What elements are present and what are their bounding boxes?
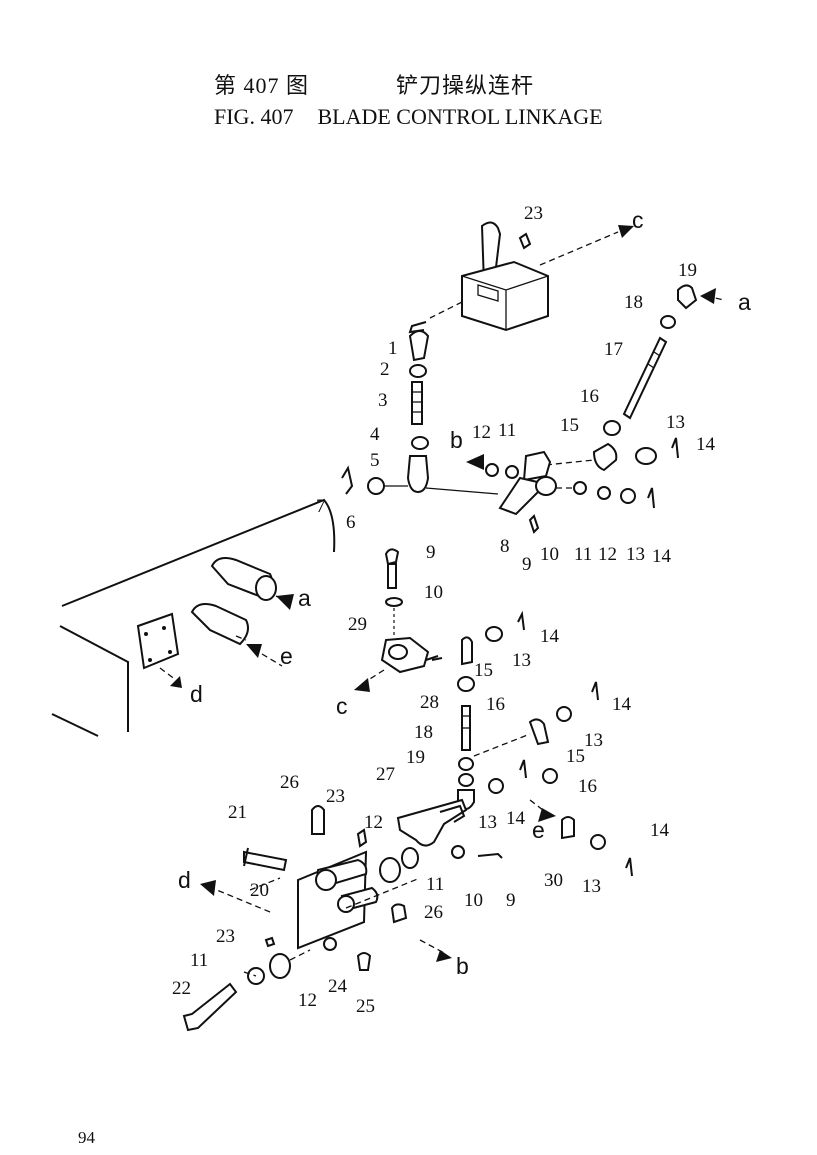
callout-11-b: 11: [426, 874, 444, 895]
bell-crank-upper: [466, 450, 655, 534]
callout-30: 30: [544, 870, 563, 891]
callout-21: 21: [228, 802, 247, 823]
callout-24: 24: [328, 976, 348, 997]
ref-c-top: c: [632, 207, 644, 233]
callout-18-b: 18: [414, 722, 433, 743]
callout-13-e: 13: [582, 876, 601, 897]
ref-d-left: d: [190, 681, 203, 707]
callout-15-c: 15: [566, 746, 585, 767]
figure-number-cn: 第 407 图: [214, 73, 310, 98]
mounting-plate-assembly: [182, 805, 452, 1032]
figure-title-cn: 第 407 图 铲刀操纵连杆: [214, 68, 533, 100]
callout-16-b: 16: [486, 694, 505, 715]
callout-13-d: 13: [478, 812, 497, 833]
callout-25: 25: [356, 996, 375, 1017]
ref-b-bottom: b: [456, 953, 469, 979]
callout-7: 7: [316, 496, 326, 517]
callout-14-c: 14: [612, 694, 632, 715]
callout-29: 29: [348, 614, 367, 635]
control-lever-assembly: [429, 221, 634, 332]
callout-8: 8: [500, 536, 510, 557]
callout-2: 2: [380, 359, 390, 380]
callout-18-top: 18: [624, 292, 643, 313]
callout-12-c: 12: [298, 990, 317, 1011]
figure-number-en: FIG. 407: [214, 104, 294, 129]
callout-15-b: 15: [474, 660, 493, 681]
mid-lever-assembly: [354, 548, 525, 692]
callout-5: 5: [370, 450, 380, 471]
callout-23-top: 23: [524, 203, 543, 224]
callout-14-top: 14: [696, 434, 716, 455]
callout-28: 28: [420, 692, 439, 713]
callout-9-a: 9: [522, 554, 532, 575]
callout-13-b: 13: [512, 650, 531, 671]
ref-d-bottom: d: [178, 867, 191, 893]
callout-12-b: 12: [364, 812, 383, 833]
callout-11-a: 11: [574, 544, 592, 565]
callout-17: 17: [604, 339, 623, 360]
callout-14-a: 14: [652, 546, 672, 567]
callout-14-e: 14: [650, 820, 670, 841]
callout-10-c: 10: [464, 890, 483, 911]
right-rod-assembly: [592, 284, 725, 472]
callout-1: 1: [388, 338, 398, 359]
lower-linkage: [379, 681, 633, 883]
callout-4: 4: [370, 424, 380, 445]
callout-3: 3: [378, 390, 388, 411]
ref-e-left: e: [280, 643, 293, 669]
callout-14-b: 14: [540, 626, 560, 647]
callout-13-top: 13: [666, 412, 685, 433]
blade-housing: [51, 498, 336, 737]
callout-10-a: 10: [540, 544, 559, 565]
callout-27: 27: [376, 764, 395, 785]
callout-19-b: 19: [406, 747, 425, 768]
callout-6: 6: [346, 512, 356, 533]
callout-11-top: 11: [498, 420, 516, 441]
figure-name-en: BLADE CONTROL LINKAGE: [317, 104, 603, 129]
ref-a-left: a: [298, 585, 311, 611]
callout-16-top: 16: [580, 386, 599, 407]
callout-12-a: 12: [598, 544, 617, 565]
callout-26-b: 26: [424, 902, 443, 923]
callout-10-b: 10: [424, 582, 443, 603]
ref-e-mid: e: [532, 817, 545, 843]
figure-name-cn: 铲刀操纵连杆: [396, 73, 535, 98]
callout-13-a: 13: [626, 544, 645, 565]
callout-19-top: 19: [678, 260, 697, 281]
ref-a-top: a: [738, 289, 751, 315]
callout-22: 22: [172, 978, 191, 999]
figure-title-en: FIG. 407 BLADE CONTROL LINKAGE: [214, 104, 603, 130]
ref-c-mid: c: [336, 693, 348, 719]
callout-9-b: 9: [426, 542, 436, 563]
callout-labels: 23 19 18 17 1 2 3 4 5 6 7 16 15 13 14 12…: [172, 203, 716, 1017]
callout-20: 20: [250, 880, 269, 901]
callout-16-c: 16: [578, 776, 597, 797]
callout-9-c: 9: [506, 890, 516, 911]
callout-14-d: 14: [506, 808, 526, 829]
callout-12-top: 12: [472, 422, 491, 443]
callout-23-b: 23: [216, 926, 235, 947]
callout-13-c: 13: [584, 730, 603, 751]
ref-b-top: b: [450, 427, 463, 453]
callout-26-a: 26: [280, 772, 299, 793]
callout-15-top: 15: [560, 415, 579, 436]
page-number: 94: [78, 1128, 95, 1147]
callout-23-a: 23: [326, 786, 345, 807]
left-rod-end-stack: [341, 321, 499, 495]
callout-11-c: 11: [190, 950, 208, 971]
reference-letters: c a b a e d c e d b: [178, 207, 751, 979]
